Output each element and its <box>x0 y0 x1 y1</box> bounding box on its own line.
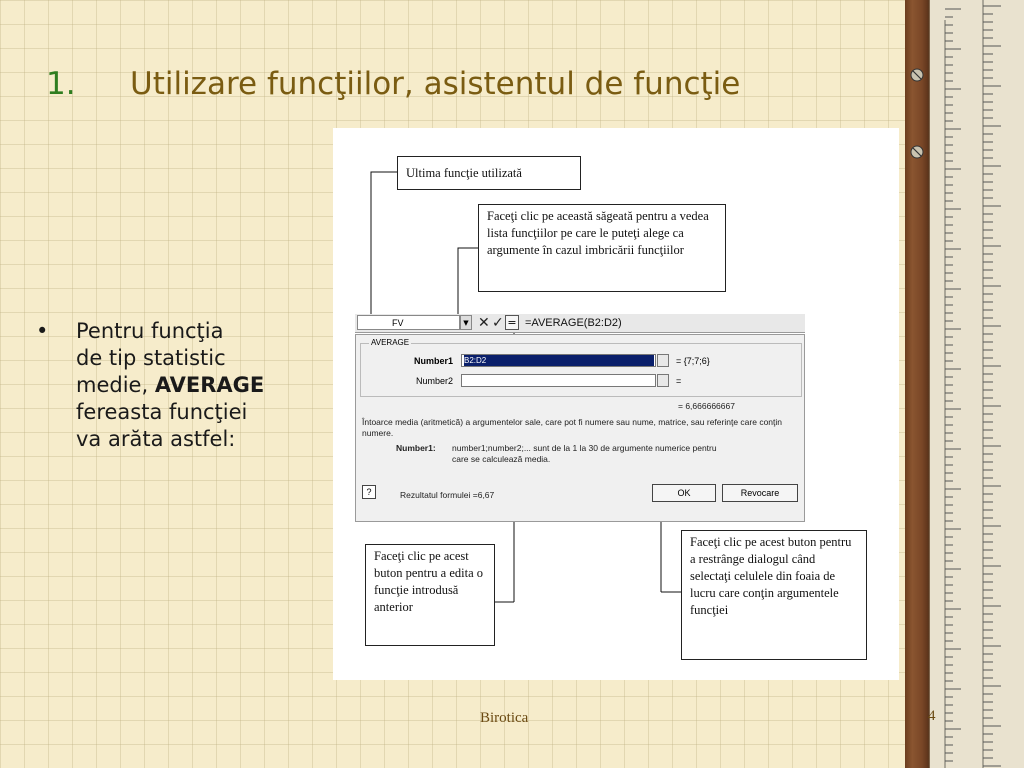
ok-button[interactable]: OK <box>652 484 716 502</box>
help-button[interactable]: ? <box>362 485 376 499</box>
callout-edit-button-text: Faceţi clic pe acest buton pentru a edit… <box>374 549 483 614</box>
argument-name: Number1: <box>396 443 436 453</box>
callout-collapse-button: Faceţi clic pe acest buton pentru a rest… <box>681 530 867 660</box>
bullet-line-3: medie, AVERAGE <box>76 372 336 399</box>
cancel-formula-button[interactable]: ✕ <box>478 315 490 331</box>
function-wizard-figure: Ultima funcţie utilizată Faceţi clic pe … <box>333 128 899 680</box>
function-description: Întoarce media (aritmetică) a argumentel… <box>362 417 782 438</box>
formula-bar: FV ▼ ✕ ✓ = =AVERAGE(B2:D2) <box>355 314 805 333</box>
bullet-average: AVERAGE <box>154 373 265 397</box>
function-list-dropdown[interactable]: ▼ <box>460 315 472 330</box>
function-arguments-dialog: FV ▼ ✕ ✓ = =AVERAGE(B2:D2) AVERAGE Numbe… <box>355 314 805 522</box>
callout-last-function: Ultima funcţie utilizată <box>397 156 581 190</box>
edit-formula-button[interactable]: = <box>505 315 519 330</box>
argument-description-2: care se calculează media. <box>452 454 551 464</box>
footer-text: Birotica <box>480 710 529 726</box>
callout-collapse-button-text: Faceţi clic pe acest buton pentru a rest… <box>690 535 852 617</box>
callout-arrow-list-text: Faceţi clic pe această săgeată pentru a … <box>487 209 709 257</box>
number1-result: = {7;7;6} <box>676 356 710 366</box>
title-number: 1. <box>46 66 76 102</box>
bullet-line-5: va arăta astfel: <box>76 427 236 451</box>
number1-value: B2:D2 <box>464 355 654 366</box>
number1-input[interactable]: B2:D2 <box>461 354 656 367</box>
arguments-group: AVERAGE Number1 B2:D2 = {7;7;6} Number2 … <box>360 338 802 397</box>
arguments-pane: AVERAGE Number1 B2:D2 = {7;7;6} Number2 … <box>355 334 805 522</box>
total-result: = 6,666666667 <box>678 401 735 411</box>
cancel-button[interactable]: Revocare <box>722 484 798 502</box>
bullet-line-1: Pentru funcţia <box>76 319 224 343</box>
formula-text: =AVERAGE(B2:D2) <box>525 317 622 329</box>
bullet-dot: • <box>36 319 49 343</box>
bullet-line-4: fereasta funcţiei <box>76 400 248 424</box>
callout-arrow-list: Faceţi clic pe această săgeată pentru a … <box>478 204 726 292</box>
number1-collapse-button[interactable] <box>657 354 669 367</box>
bullet-line-3-pre: medie, <box>76 373 155 397</box>
callout-edit-button: Faceţi clic pe acest buton pentru a edit… <box>365 544 495 646</box>
callout-last-function-text: Ultima funcţie utilizată <box>406 166 522 180</box>
ruler-decoration <box>905 0 1024 768</box>
title-text: Utilizare funcţiilor, asistentul de func… <box>130 66 741 102</box>
function-name-box[interactable]: FV <box>357 315 460 330</box>
number2-collapse-button[interactable] <box>657 374 669 387</box>
number2-input[interactable] <box>461 374 656 387</box>
page-number: 4 <box>928 708 936 724</box>
number1-label: Number1 <box>413 356 453 366</box>
enter-formula-button[interactable]: ✓ <box>492 315 504 331</box>
chevron-down-icon: ▼ <box>463 319 469 327</box>
formula-result-text: Rezultatul formulei =6,67 <box>400 490 495 500</box>
number2-result: = <box>676 376 682 386</box>
bullet-line-2: de tip statistic <box>76 346 226 370</box>
number2-label: Number2 <box>415 376 453 386</box>
group-label: AVERAGE <box>369 338 412 347</box>
argument-description-1: number1;number2;... sunt de la 1 la 30 d… <box>452 443 717 453</box>
slide-title: 1. Utilizare funcţiilor, asistentul de fu… <box>46 66 740 102</box>
